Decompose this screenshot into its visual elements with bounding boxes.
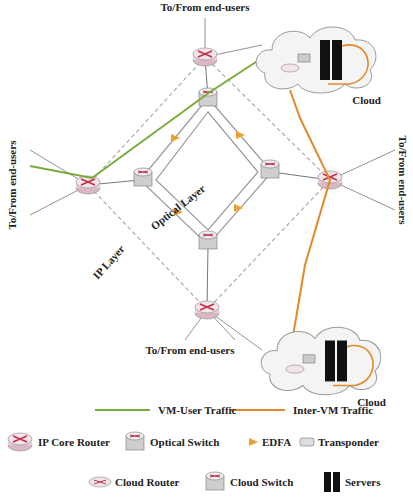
legend-text: Cloud Switch (230, 476, 293, 488)
legend-text: Cloud Router (115, 476, 179, 488)
legend-text: VM-User Traffic (158, 404, 237, 416)
layer-label: To/From end-users (6, 141, 18, 230)
legend-text: Servers (345, 476, 380, 488)
layer-label: To/From end-users (146, 344, 235, 356)
legend-text: IP Core Router (38, 436, 110, 448)
legend-text: Optical Switch (150, 436, 219, 448)
legend-text: EDFA (262, 436, 291, 448)
layer-label: IP Layer (90, 243, 127, 282)
layer-label: Optical Layer (148, 182, 207, 232)
cloud-node: Cloud (255, 318, 390, 408)
legend-text: Inter-VM Traffic (293, 404, 373, 416)
cloud-shape (255, 318, 390, 408)
layer-label: To/From end-users (161, 1, 250, 13)
cloud-label: Cloud (352, 94, 381, 106)
cloud-node: Cloud (250, 18, 385, 106)
inter-vm-traffic (290, 90, 330, 336)
legend-text: Transponder (318, 436, 379, 448)
cloud-shape (250, 18, 385, 106)
layer-label: To/From end-users (396, 136, 408, 225)
